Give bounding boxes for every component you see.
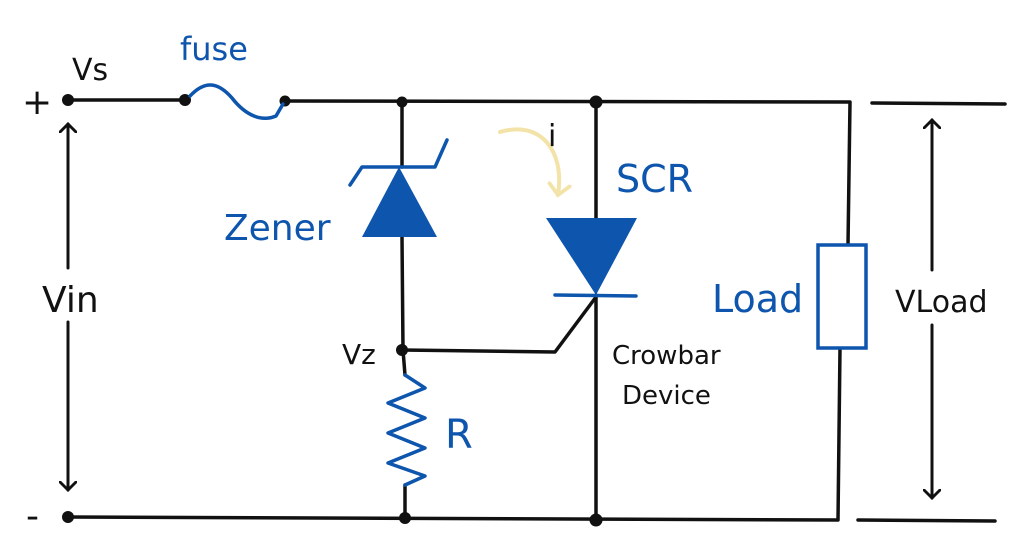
- r-label: R: [445, 412, 473, 458]
- vs-label: Vs: [72, 53, 108, 88]
- vz-label: Vz: [342, 338, 376, 371]
- vload-bottom-line: [856, 518, 997, 523]
- load-label: Load: [712, 277, 803, 321]
- junction-dots: [62, 94, 603, 527]
- node-dot: [399, 512, 411, 524]
- crowbar-label-line1: Crowbar: [612, 341, 721, 371]
- scr-thyristor: [546, 218, 638, 298]
- plus-label: +: [22, 82, 52, 123]
- zener-label: Zener: [224, 208, 331, 249]
- zener-triangle: [362, 167, 437, 237]
- vin-label: Vin: [42, 280, 99, 321]
- fuse-label: fuse: [180, 30, 248, 68]
- vload-label: VLoad: [895, 285, 988, 320]
- scr-bar: [553, 293, 638, 298]
- fuse-symbol: [188, 83, 285, 120]
- zener-bar: [348, 138, 449, 187]
- current-label: i: [548, 119, 556, 154]
- node-dot: [589, 95, 603, 109]
- load-resistor: [816, 243, 868, 350]
- minus-label: -: [26, 496, 39, 537]
- resistor-r: [386, 373, 427, 487]
- current-arrow: [498, 127, 559, 195]
- node-dot: [396, 344, 408, 356]
- gate-wire: [400, 295, 598, 354]
- top-wire-right: [283, 99, 852, 247]
- node-dot: [62, 94, 74, 106]
- node-dot: [179, 94, 191, 106]
- node-dot: [396, 96, 408, 108]
- vload-top-line: [870, 101, 1007, 106]
- scr-triangle: [546, 218, 637, 295]
- bottom-wire: [66, 346, 842, 522]
- node-dot: [589, 513, 603, 527]
- node-dot: [62, 511, 74, 523]
- crowbar-label-line2: Device: [622, 381, 711, 411]
- zener-diode: [348, 138, 449, 237]
- scr-label: SCR: [616, 157, 693, 201]
